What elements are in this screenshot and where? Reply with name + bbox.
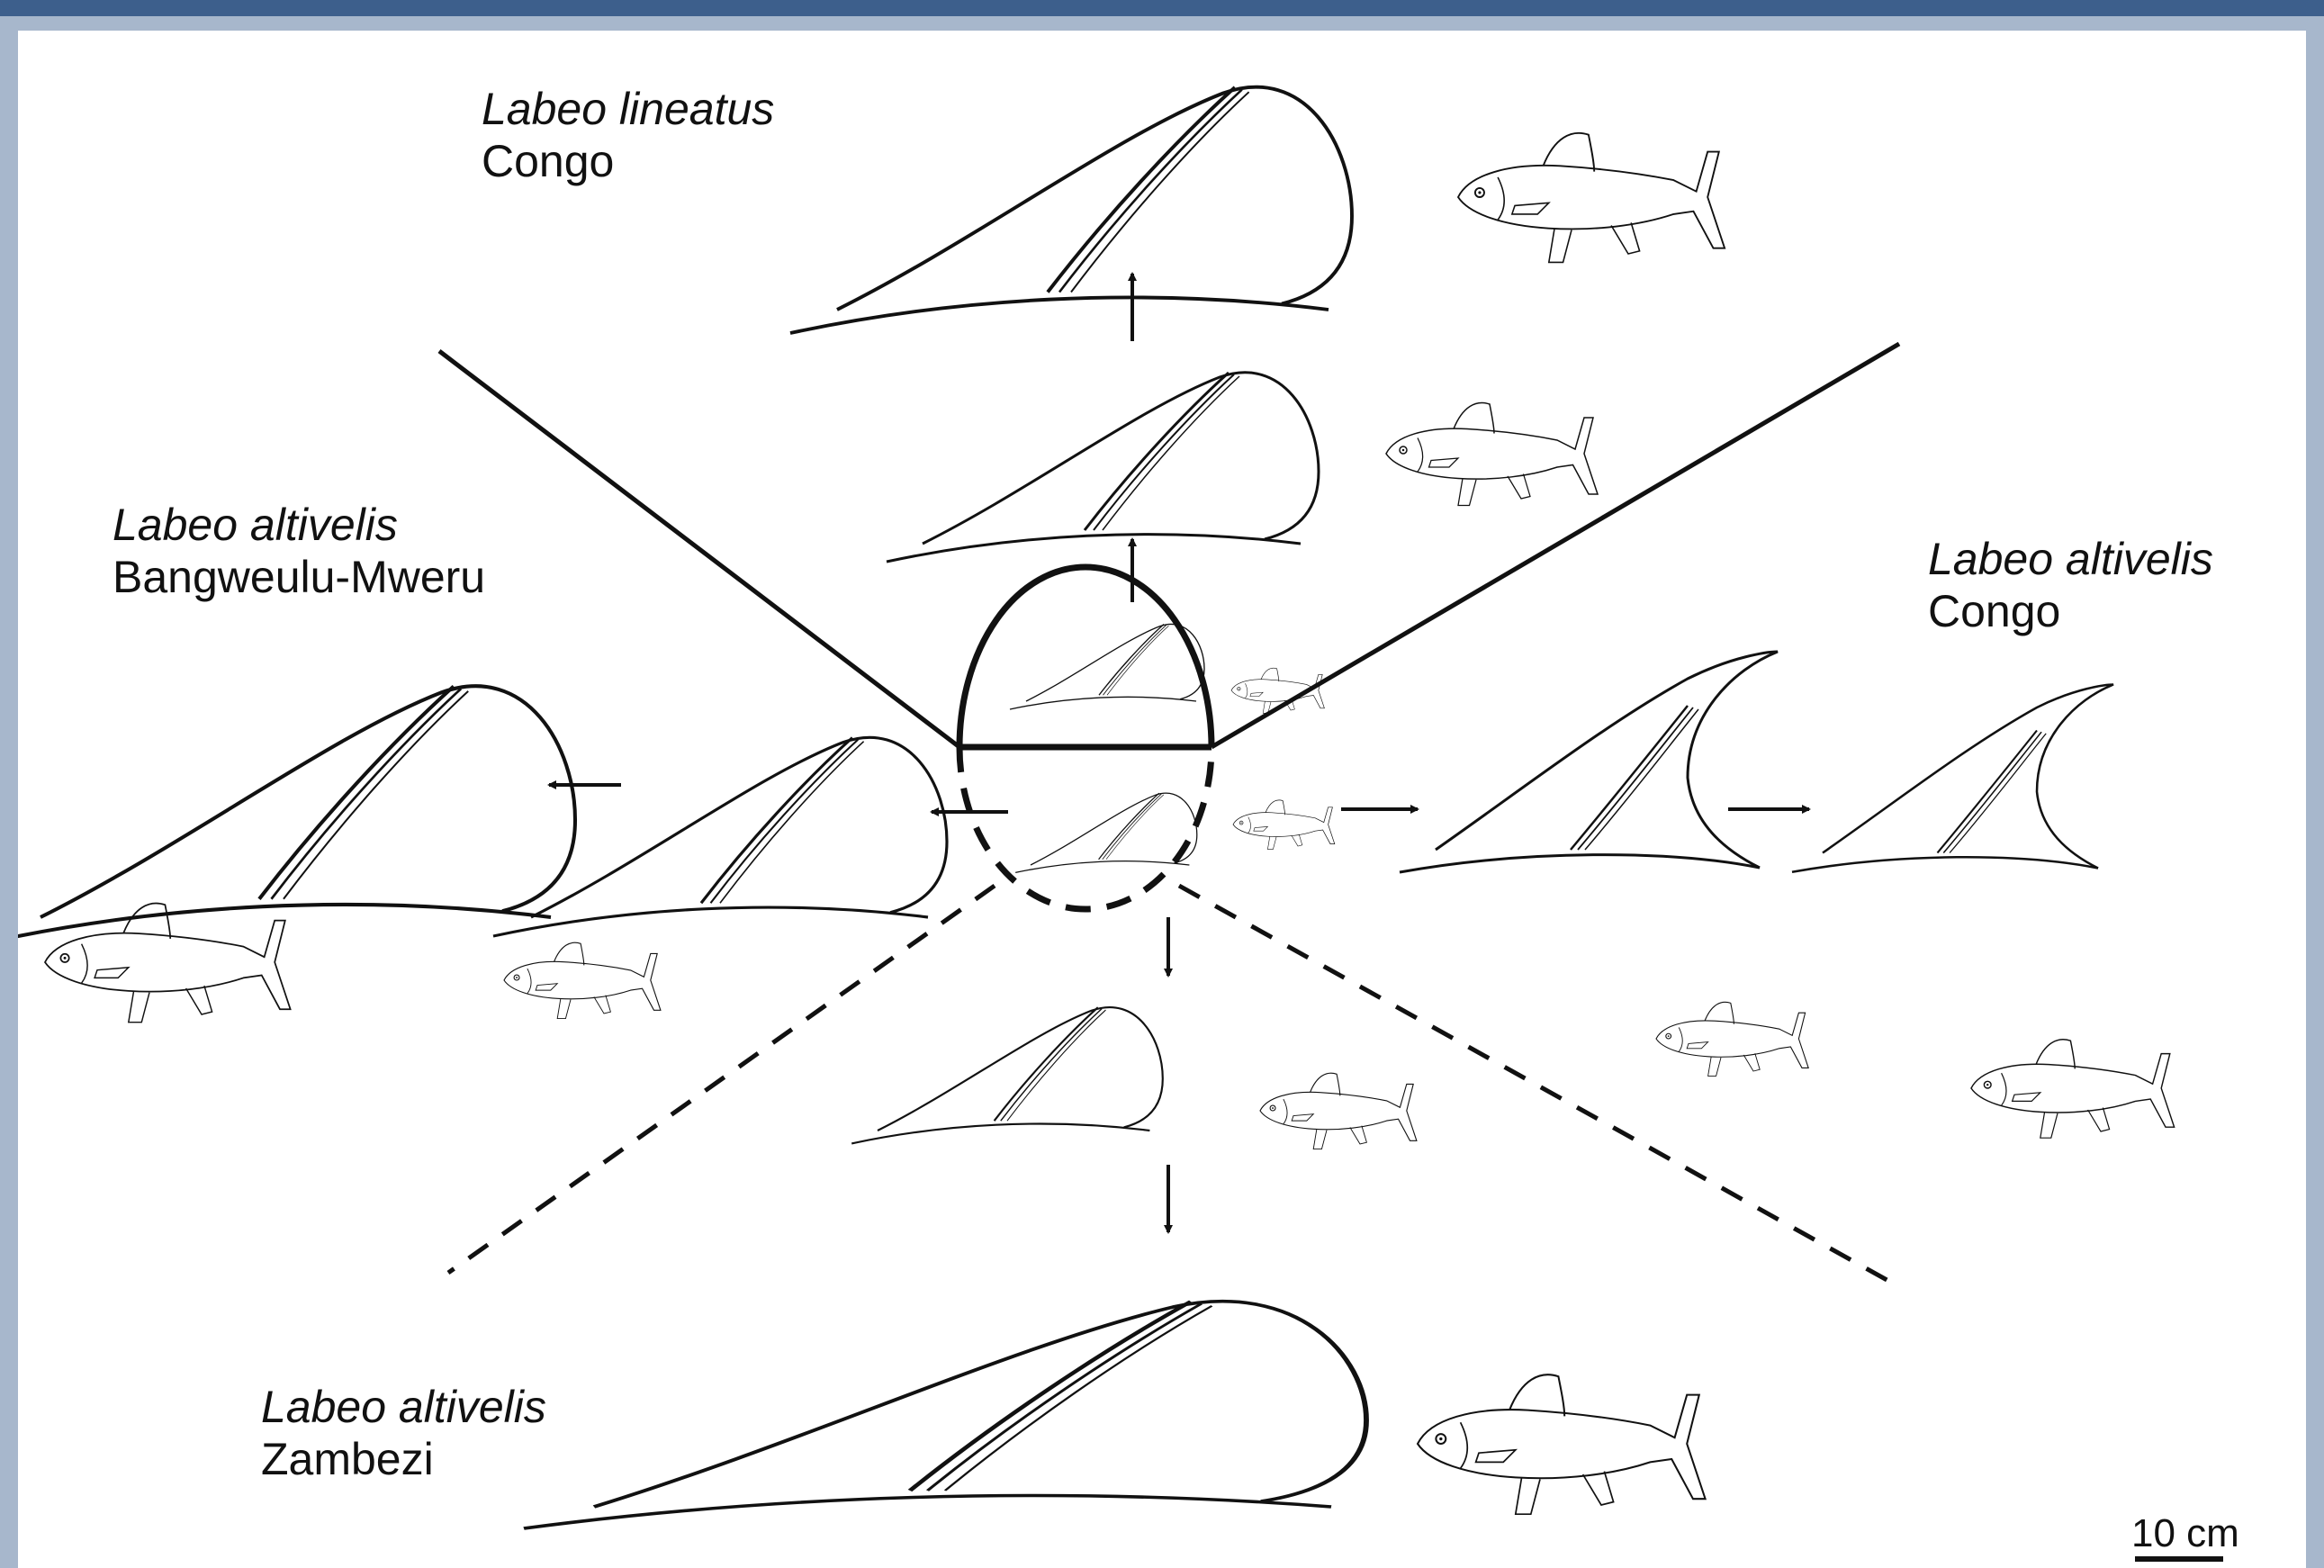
congo-fish-inner [1656,1002,1808,1076]
oval-top-half [959,567,1212,747]
oval-bottom-half [959,747,1212,909]
central-fin-bottom [1015,793,1197,872]
wedge-line-lower-left [448,886,995,1273]
label-lineatus-congo: Labeo lineatus Congo [482,83,774,187]
frame-top-bar [0,0,2324,16]
lineatus-fin-inner [887,373,1319,562]
label-altivelis-zambezi: Labeo altivelis Zambezi [261,1381,546,1485]
lineatus-fin-outer [790,87,1352,333]
region-name: Zambezi [261,1433,546,1485]
zambezi-fish-outer [1418,1374,1706,1514]
congo-fish-outer [1971,1040,2175,1138]
species-name: Labeo altivelis [113,499,485,551]
lineatus-fish-outer [1458,133,1725,263]
region-name: Congo [1928,585,2213,637]
bangweulu-fish-inner [504,942,661,1018]
diagram-drawing [18,31,2306,1568]
species-name: Labeo altivelis [261,1381,546,1433]
region-name: Bangweulu-Mweru [113,551,485,603]
scale-bar-label: 10 cm [2131,1511,2239,1556]
frame-top-band [0,16,2324,31]
congo-fin-inner [1400,652,1778,872]
zambezi-fin-inner [851,1007,1163,1143]
frame-right-band [2306,31,2324,1568]
lineatus-fish-inner [1386,403,1598,506]
wedge-line-upper-left [439,351,959,747]
wedge-line-lower-right [1179,886,1890,1282]
congo-fin-outer [1792,685,2113,872]
zambezi-fin-outer [524,1302,1366,1528]
label-altivelis-congo: Labeo altivelis Congo [1928,533,2213,637]
diagram-canvas: Labeo lineatus Congo Labeo altivelis Ban… [18,31,2306,1568]
species-name: Labeo altivelis [1928,533,2213,585]
bangweulu-fin-inner [493,737,947,936]
central-fin-top [1010,624,1204,709]
frame-left-band [0,31,18,1568]
central-fish-bottom [1233,800,1335,850]
bangweulu-fin-outer [18,686,575,942]
species-name: Labeo lineatus [482,83,774,135]
zambezi-fish-inner [1260,1073,1417,1149]
label-altivelis-bangweulu: Labeo altivelis Bangweulu-Mweru [113,499,485,603]
region-name: Congo [482,135,774,187]
wedge-line-upper-right [1212,344,1899,747]
bangweulu-fish-outer [45,904,291,1023]
